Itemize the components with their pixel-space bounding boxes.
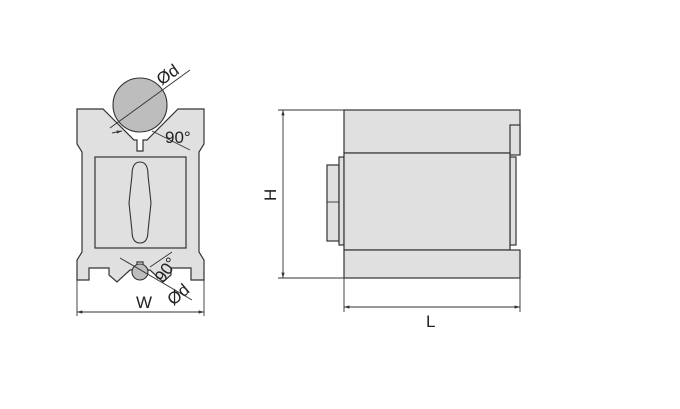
angle-leader-top xyxy=(151,130,191,151)
angle-leader-bottom xyxy=(149,251,173,268)
height-label: H xyxy=(261,189,280,201)
middle-block xyxy=(343,152,511,251)
side-view: H L xyxy=(261,109,521,331)
left-plate-outer xyxy=(326,164,340,242)
right-tab xyxy=(509,124,521,156)
small-cylinder xyxy=(131,263,149,281)
angle-label-top: 90° xyxy=(165,128,191,147)
top-block xyxy=(343,109,521,154)
left-plate-inner xyxy=(338,156,345,246)
length-label: L xyxy=(426,312,435,331)
right-plate xyxy=(509,156,517,246)
diameter-line-bottom xyxy=(119,257,193,301)
diameter-label-bottom: Ød xyxy=(164,280,194,309)
front-view: Ød 90° 90° Ød W xyxy=(76,60,205,316)
width-label: W xyxy=(136,293,152,312)
diameter-line-top xyxy=(109,69,191,129)
bottom-block xyxy=(343,249,521,279)
large-cylinder xyxy=(112,77,168,133)
lozenge-slot xyxy=(128,161,152,244)
